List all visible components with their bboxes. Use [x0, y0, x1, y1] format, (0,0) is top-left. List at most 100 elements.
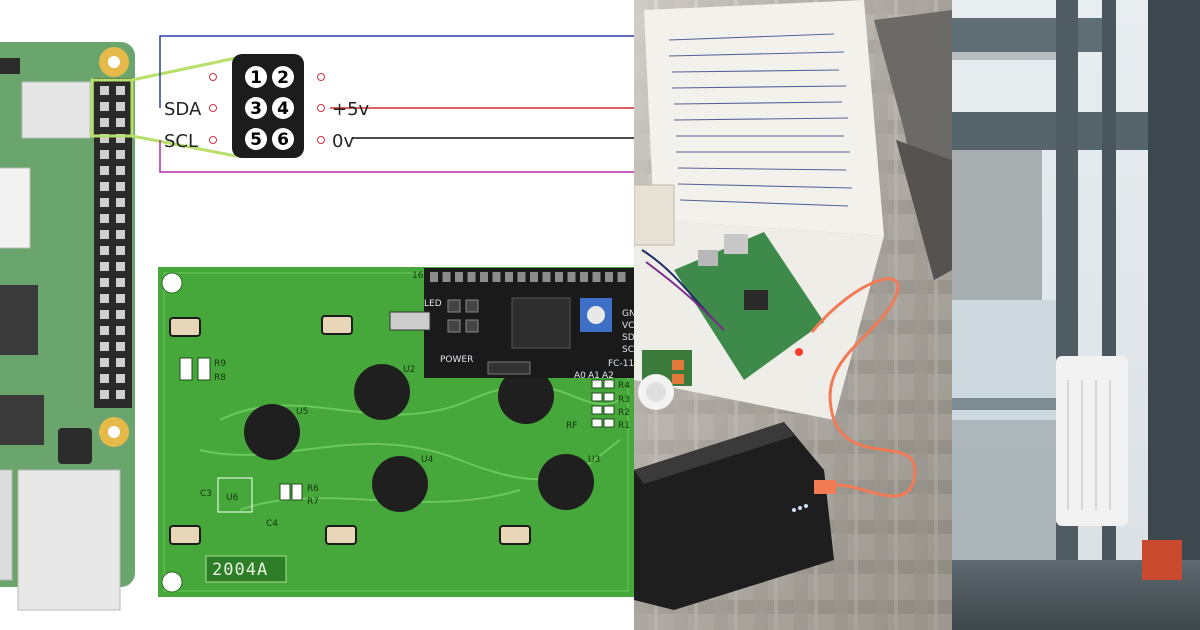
gpio-pin	[100, 278, 109, 287]
header-pin-5	[245, 128, 267, 150]
resistor-pad	[603, 405, 615, 415]
gpio-pin	[100, 246, 109, 255]
desk-photo	[634, 0, 952, 630]
sda-label: SDA	[164, 99, 202, 120]
window-photo	[952, 0, 1200, 630]
gpio-pin	[116, 310, 125, 319]
part-r8: R8	[214, 373, 226, 383]
header-pin-number: 1	[250, 68, 262, 88]
scl-label: SCL	[164, 131, 198, 152]
ic-u2	[354, 364, 410, 420]
window-photo-illustration	[952, 0, 1200, 630]
module-label: A1	[588, 371, 600, 381]
header-pin-number: 4	[277, 99, 289, 119]
gpio-pin	[100, 198, 109, 207]
module-label: RF	[566, 421, 577, 431]
resistor-pad	[603, 418, 615, 428]
module-pin	[555, 272, 563, 282]
header-pin-number: 6	[277, 130, 289, 150]
gpio-pin	[100, 294, 109, 303]
header-pin-number: 3	[250, 99, 262, 119]
part-u6: U6	[226, 493, 239, 503]
module-label: A2	[602, 371, 614, 381]
gpio-pin	[100, 166, 109, 175]
scl-wire	[159, 140, 634, 173]
ic-u3-label: U3	[588, 455, 600, 465]
module-label: FC-113	[608, 359, 634, 369]
module-label: A0	[574, 371, 586, 381]
gpio-pin	[100, 310, 109, 319]
pir-sensor	[638, 350, 692, 410]
header-pin-number: 5	[250, 130, 262, 150]
gpio-pin	[116, 182, 125, 191]
gpio-pin	[100, 342, 109, 351]
gpio-pin	[116, 166, 125, 175]
gpio-pin	[100, 358, 109, 367]
vcc-label: +5v	[332, 99, 370, 120]
gpio-pin	[116, 86, 125, 95]
module-pin	[505, 272, 513, 282]
lcd-pin-number: 16	[412, 271, 424, 281]
desk-photo-illustration	[634, 0, 952, 630]
part-c4: C4	[266, 519, 278, 529]
module-label: VCC	[622, 321, 634, 331]
radiator	[1056, 356, 1128, 526]
ic-u5-label: U5	[296, 407, 308, 417]
gpio-pin	[116, 326, 125, 335]
gpio-pin	[116, 150, 125, 159]
raspberry-pi-photo	[674, 232, 824, 380]
sda-wire	[159, 35, 634, 108]
gpio-pin	[116, 278, 125, 287]
ic-u5	[244, 404, 300, 460]
module-label: GND	[622, 309, 634, 319]
gpio-pin	[100, 326, 109, 335]
resistor-pad	[591, 379, 603, 389]
module-label: R2	[618, 408, 630, 418]
module-pin	[605, 272, 613, 282]
gpio-pin	[116, 294, 125, 303]
header-pin-6	[272, 128, 294, 150]
gpio-pin	[116, 102, 125, 111]
gpio-pin	[116, 198, 125, 207]
i2c-backpack: LEDPOWERGNDVCCSDASCLA0A1A2R4R3R2R1RFFC-1…	[389, 268, 634, 431]
module-label: R1	[618, 421, 630, 431]
resistor-pad	[591, 392, 603, 402]
module-pin	[567, 272, 576, 282]
gpio-pin	[100, 118, 109, 127]
module-pin	[580, 272, 588, 282]
part-c3: C3	[200, 489, 212, 499]
module-pin	[542, 272, 551, 282]
power-bank	[634, 422, 836, 610]
resistor-pad	[603, 392, 615, 402]
part-r7: R7	[307, 497, 319, 507]
module-pin	[617, 272, 626, 282]
ic-u2-label: U2	[403, 365, 415, 375]
resistor-pad	[591, 418, 603, 428]
gpio-pin	[100, 374, 109, 383]
gpio-header	[90, 78, 134, 408]
gpio-pin	[116, 358, 125, 367]
gpio-pin	[116, 246, 125, 255]
module-label: R4	[618, 381, 630, 391]
gpio-pin	[100, 86, 109, 95]
module-pin	[455, 272, 463, 282]
gpio-pin	[116, 342, 125, 351]
header-pin-3	[245, 97, 267, 119]
ic-u4-label: U4	[421, 455, 434, 465]
ic-u4	[372, 456, 428, 512]
module-pin	[517, 272, 526, 282]
gpio-pin	[100, 390, 109, 399]
header-pin-1	[245, 66, 267, 88]
gpio-pin	[116, 230, 125, 239]
part-r9: R9	[214, 359, 226, 369]
resistor-pad	[591, 405, 603, 415]
module-label: SCL	[622, 345, 634, 355]
header-pin-4	[272, 97, 294, 119]
module-pin	[530, 272, 538, 282]
gpio-pin	[100, 262, 109, 271]
module-pin	[430, 272, 438, 282]
module-pin	[442, 272, 451, 282]
gpio-pin	[100, 150, 109, 159]
